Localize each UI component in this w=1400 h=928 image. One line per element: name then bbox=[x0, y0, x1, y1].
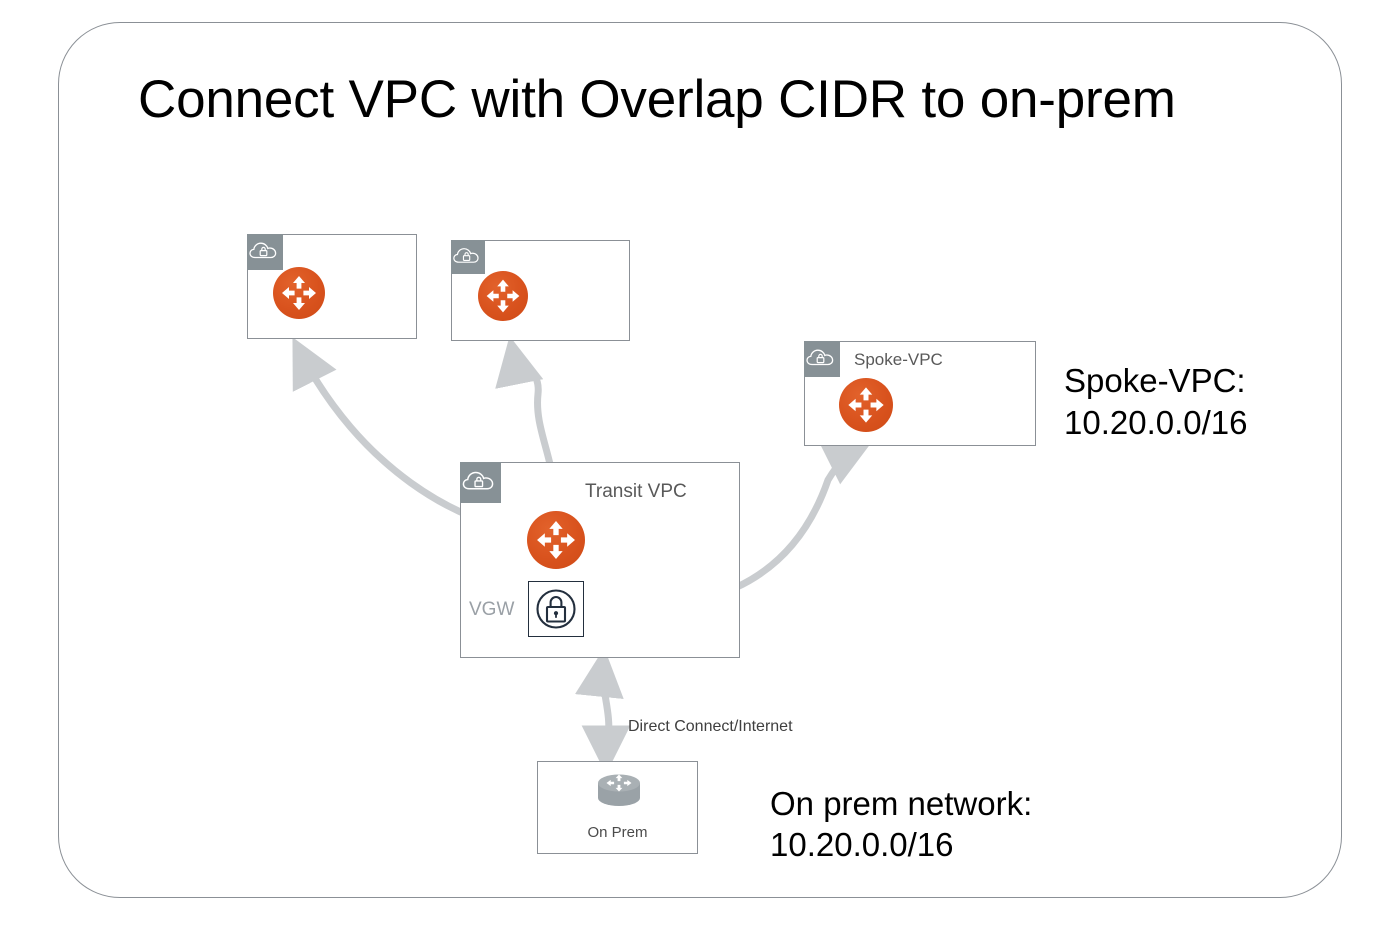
on-prem-box[interactable]: On Prem bbox=[537, 761, 698, 854]
vgw-lock-icon bbox=[528, 581, 584, 637]
vpc-box-transit[interactable]: Transit VPC VGW bbox=[460, 462, 740, 658]
router-icon bbox=[527, 511, 585, 569]
spoke-cidr-note-line2: 10.20.0.0/16 bbox=[1064, 404, 1248, 441]
vpc-box-spoke-label: Spoke-VPC bbox=[854, 350, 943, 369]
vpc-box-spoke[interactable]: Spoke-VPC bbox=[804, 341, 1036, 446]
router-icon bbox=[478, 271, 528, 321]
router-icon bbox=[273, 267, 325, 319]
page-title: Connect VPC with Overlap CIDR to on-prem bbox=[138, 70, 1176, 129]
spoke-cidr-note-line1: Spoke-VPC: bbox=[1064, 362, 1246, 399]
vpc-cloud-lock-icon bbox=[247, 234, 283, 270]
onprem-cidr-note-line2: 10.20.0.0/16 bbox=[770, 826, 954, 863]
vpc-cloud-lock-icon bbox=[460, 462, 501, 503]
vpc-box-top-left[interactable] bbox=[247, 234, 417, 339]
on-prem-label: On Prem bbox=[587, 824, 648, 841]
slide-frame bbox=[58, 22, 1342, 898]
vpc-box-transit-label: Transit VPC bbox=[585, 481, 687, 502]
vpc-cloud-lock-icon bbox=[451, 240, 485, 274]
vpc-box-top-middle[interactable] bbox=[451, 240, 630, 341]
vpc-cloud-lock-icon bbox=[804, 341, 840, 377]
router-icon bbox=[839, 378, 893, 432]
vgw-label: VGW bbox=[469, 599, 515, 620]
onprem-cidr-note-line1: On prem network: bbox=[770, 785, 1033, 822]
on-prem-router-icon bbox=[590, 767, 648, 813]
direct-connect-label: Direct Connect/Internet bbox=[628, 718, 793, 735]
